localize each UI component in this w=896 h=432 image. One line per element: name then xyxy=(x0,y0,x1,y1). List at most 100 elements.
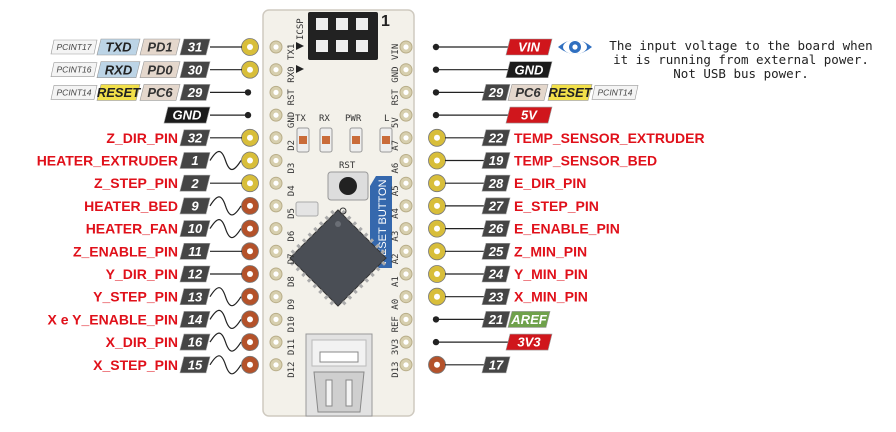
port-tag-text: PD0 xyxy=(147,62,173,77)
pin-number-tag-text: 30 xyxy=(188,62,203,77)
silk-right-a7: A7 xyxy=(391,140,401,151)
pin-number-tag: 1 xyxy=(179,152,211,169)
pcint-tag: PCINT17 xyxy=(50,39,98,55)
pin-number-tag: 32 xyxy=(179,129,211,147)
right-pin-row: 25 Z_MIN_PIN xyxy=(428,242,587,261)
pin-number-tag-text: 26 xyxy=(488,221,504,236)
gnd-tag-text: GND xyxy=(173,108,203,123)
pin-number-tag: 9 xyxy=(179,197,211,215)
alt-function-tag: RESET xyxy=(547,84,593,101)
vin-tag-text: VIN xyxy=(518,40,540,55)
led-pwr-label: PWR xyxy=(345,114,362,124)
pin-number-tag-text: 29 xyxy=(187,85,203,100)
gnd-tag: GND xyxy=(163,106,211,124)
pin-number-tag-text: 29 xyxy=(488,85,504,100)
pin-number-tag-text: 15 xyxy=(188,357,203,372)
pin-pad xyxy=(241,310,259,329)
silk-left-d11: D11 xyxy=(287,339,297,355)
gnd-tag: GND xyxy=(505,61,553,78)
pin-pad xyxy=(241,333,259,352)
pin-number-tag: 21 xyxy=(481,311,511,328)
pcint-tag-text: PCINT14 xyxy=(598,87,633,97)
silk-right-vin: VIN xyxy=(391,44,401,60)
pin-function-label: TEMP_SENSOR_EXTRUDER xyxy=(514,130,705,146)
pin-pad xyxy=(428,196,446,215)
pin-number-tag-text: 25 xyxy=(488,244,504,259)
pin-number-tag-text: 11 xyxy=(188,244,202,259)
silk-left-d9: D9 xyxy=(287,299,297,310)
pin-number-tag: 29 xyxy=(481,84,511,101)
silk-right-a5: A5 xyxy=(391,185,401,196)
pin-function-label: E_ENABLE_PIN xyxy=(514,221,620,237)
pwm-wave-icon xyxy=(209,196,242,216)
pin-number-tag: 12 xyxy=(179,265,211,283)
alt-function-tag: RESET xyxy=(96,84,141,101)
silk-right-ref: REF xyxy=(391,316,401,332)
pin-pad xyxy=(241,355,259,374)
pin-function-label: Y_MIN_PIN xyxy=(514,266,588,282)
pcint-tag: PCINT14 xyxy=(50,85,98,100)
pin-function-label: HEATER_FAN xyxy=(86,221,178,237)
reset-button-text: RESET BUTTON xyxy=(377,179,389,264)
pin-number-tag: 23 xyxy=(481,288,511,306)
silk-right-3v3: 3V3 xyxy=(391,339,401,355)
reset-switch[interactable]: RST xyxy=(327,161,369,201)
pin-pad xyxy=(428,242,446,261)
left-pin-rows: 31PD1TXDPCINT1730PD0RXDPCINT1629PC6RESET… xyxy=(37,38,259,375)
right-pin-row: 17 xyxy=(428,355,511,374)
silk-left-rx0: RX0 xyxy=(287,66,297,82)
pin-pad xyxy=(241,128,259,147)
left-pin-row: 11Z_ENABLE_PIN xyxy=(73,242,259,261)
left-pin-row: 2Z_STEP_PIN xyxy=(94,174,259,193)
pin-function-label: TEMP_SENSOR_BED xyxy=(514,153,657,169)
silk-left-gnd: GND xyxy=(287,112,297,128)
pin-function-label: Z_DIR_PIN xyxy=(106,130,178,146)
pin-function-label: HEATER_BED xyxy=(84,198,178,214)
pin-function-label: Z_MIN_PIN xyxy=(514,243,587,259)
pwm-wave-icon xyxy=(209,287,242,307)
pin-number-tag-text: 22 xyxy=(488,130,504,145)
right-pin-row: 5V xyxy=(432,106,553,124)
three-volt-tag: 3V3 xyxy=(505,333,553,351)
aref-tag: AREF xyxy=(507,311,551,328)
left-pin-row: 15X_STEP_PIN xyxy=(93,355,259,375)
pin-number-tag-text: 31 xyxy=(188,40,202,55)
pin-pad xyxy=(241,151,259,170)
pin-pad xyxy=(428,174,446,193)
pin-function-label: X e Y_ENABLE_PIN xyxy=(48,311,178,327)
pin-number-tag: 27 xyxy=(481,197,511,215)
nano-board: ICSP 1 TX RX PWR L RST xyxy=(262,9,415,417)
pin-function-label: E_DIR_PIN xyxy=(514,175,586,191)
pcint-tag: PCINT16 xyxy=(50,62,98,77)
pwm-wave-icon xyxy=(209,309,242,329)
pin-pad xyxy=(241,60,259,79)
silk-left-d5: D5 xyxy=(287,208,297,219)
pin-number-tag: 11 xyxy=(179,243,211,260)
led-tx-label: TX xyxy=(295,114,306,124)
right-pin-row: VIN xyxy=(432,38,553,56)
led-l-label: L xyxy=(384,114,389,124)
port-tag: PD1 xyxy=(139,38,181,56)
silk-left-d12: D12 xyxy=(287,362,297,378)
reset-button-callout: RESET BUTTON xyxy=(370,176,392,268)
pcint-tag: PCINT14 xyxy=(591,85,639,100)
pin-pad xyxy=(428,287,446,306)
pin-number-tag-text: 17 xyxy=(489,357,504,372)
pin-number-tag-text: 16 xyxy=(188,335,203,350)
pin-number-tag-text: 32 xyxy=(188,130,203,145)
silk-left-tx1: TX1 xyxy=(287,44,297,60)
pin-number-tag-text: 2 xyxy=(190,176,199,191)
mini-usb-connector xyxy=(305,333,373,417)
left-pin-row: 12Y_DIR_PIN xyxy=(106,265,259,283)
silk-left-d7: D7 xyxy=(287,253,297,264)
